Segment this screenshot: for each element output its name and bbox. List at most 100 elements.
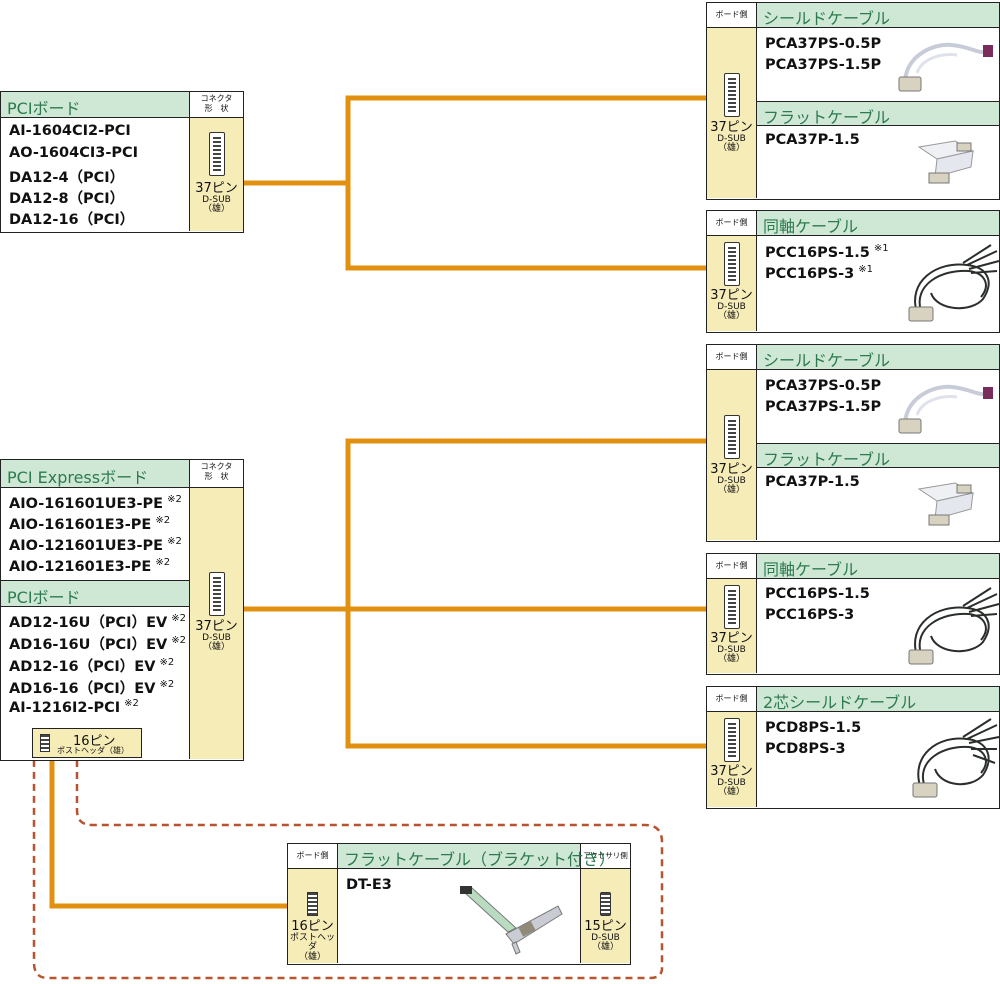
dashed-loop-inner (32, 760, 664, 980)
dsub-15-connector-icon (600, 892, 611, 916)
pcie-board-item: AIO-161601E3-PE※2 (9, 515, 171, 533)
line-pcie-to-g3 (243, 438, 706, 612)
pcie-board-connector-panel: コネクタ 形 状 37ピン D-SUB （雄） (189, 460, 243, 759)
post-header-connector: 16ピン ポストヘッダ（雄） (32, 728, 142, 758)
flat-cable-icon (917, 140, 975, 184)
board-side-connector-label: 37ピン D-SUB （雄） (710, 631, 753, 665)
line-post-to-dte3 (49, 760, 287, 909)
pci-board-item: AO-1604CI3-PCI (9, 145, 138, 161)
section-header: シールドケーブル (757, 345, 999, 370)
cable-item: PCA37P-1.5 (765, 132, 860, 148)
section-twin-shield-cable: 2芯シールドケーブル PCD8PS-1.5 PCD8PS-3 (757, 687, 1000, 807)
cable-item: PCC16PS-3※1 (765, 264, 874, 282)
cable-item: PCC16PS-1.5 (765, 586, 870, 602)
coax-cable-icon (908, 587, 1000, 665)
accessory-side-panel: アクセサリ側 15ピン D-SUB （雄） (580, 844, 630, 963)
board-side-connector-label: 37ピン D-SUB （雄） (710, 462, 753, 496)
section-flat-cable: フラットケーブル PCA37P-1.5 (757, 101, 999, 198)
dsub-connector-icon (208, 132, 225, 176)
section-header: フラットケーブル (757, 443, 999, 469)
post-header-label: ポストヘッダ（雄） (57, 746, 129, 755)
section-header: フラットケーブル（ブラケット付き） (338, 844, 615, 869)
section-flat-cable: フラットケーブル PCA37P-1.5 (757, 443, 999, 540)
pcie-pci-subheader: PCIボード (1, 580, 189, 607)
post-header-pins: 16ピン (73, 734, 116, 749)
pcie-pci-subtitle: PCIボード (7, 588, 81, 607)
cable-group-3: ボード側 37ピン D-SUB （雄） シールドケーブル PCA37PS-0.5… (706, 344, 1000, 542)
solid-connectors (49, 95, 706, 909)
pci-board-item: DA12-4（PCI） (9, 170, 125, 186)
board-side-panel: ボード側 37ピン D-SUB （雄） (707, 3, 757, 198)
shield-cable-icon (898, 384, 993, 434)
board-side-panel: ボード側 37ピン D-SUB （雄） (707, 345, 757, 540)
section-header: 2芯シールドケーブル (757, 687, 999, 712)
cable-group-2: ボード側 37ピン D-SUB （雄） 同軸ケーブル PCC16PS-1.5※1… (706, 210, 1000, 333)
line-pci-to-g2 (345, 183, 706, 271)
dsub-connector-icon (723, 242, 740, 286)
pci-board-title: PCIボード (7, 99, 81, 118)
connector-shape-header: コネクタ 形 状 (190, 92, 243, 118)
pcie-board-header: PCI Expressボード (1, 460, 190, 488)
shield-cable-icon (898, 42, 993, 92)
board-side-connector-label: 37ピン D-SUB （雄） (710, 288, 753, 322)
pcie-board-title: PCI Expressボード (7, 468, 149, 487)
bracket-cable-group: ボード側 16ピン ポストヘッダ （雄） アクセサリ側 15ピン D-SUB （… (287, 843, 631, 965)
twin-shield-cable-icon (912, 718, 1000, 798)
cable-item: PCA37PS-1.5P (765, 399, 882, 415)
cable-item: PCA37PS-0.5P (765, 36, 882, 52)
board-side-panel: ボード側 37ピン D-SUB （雄） (707, 211, 757, 331)
board-side-connector-label: 16ピン ポストヘッダ （雄） (289, 919, 335, 962)
pcie-pci-item: AD16-16U（PCI）EV※2 (9, 635, 186, 653)
board-side-header: ボード側 (707, 345, 756, 370)
dsub-connector-icon (723, 585, 740, 629)
board-side-header: ボード側 (707, 554, 756, 579)
bracket-cable-icon (460, 886, 563, 955)
pci-board-item: DA12-8（PCI） (9, 191, 125, 207)
section-header: 同軸ケーブル (757, 554, 999, 579)
board-side-connector-label: 37ピン D-SUB （雄） (710, 120, 753, 154)
pcie-pci-item: AI-1216I2-PCI※2 (9, 698, 139, 716)
pci-board-box: PCIボード コネクタ 形 状 37ピン D-SUB （雄） AI-1604CI… (0, 91, 244, 233)
accessory-side-header: アクセサリ側 (581, 844, 630, 869)
pcie-board-item: AIO-121601E3-PE※2 (9, 557, 171, 575)
section-header: 同軸ケーブル (757, 211, 999, 236)
pcie-board-item: AIO-121601UE3-PE※2 (9, 536, 182, 554)
dsub-connector-icon (723, 718, 740, 762)
dsub-connector-icon (723, 415, 740, 459)
cable-item: PCC16PS-3 (765, 607, 855, 623)
line-pcie-to-g5 (345, 609, 706, 749)
cable-item: PCD8PS-1.5 (765, 720, 862, 736)
cable-group-4: ボード側 37ピン D-SUB （雄） 同軸ケーブル PCC16PS-1.5 P… (706, 553, 1000, 675)
board-side-panel: ボード側 16ピン ポストヘッダ （雄） (288, 844, 338, 963)
cable-group-5: ボード側 37ピン D-SUB （雄） 2芯シールドケーブル PCD8PS-1.… (706, 686, 1000, 809)
pci-board-header: PCIボード (1, 92, 190, 118)
pcie-board-item: AIO-161601UE3-PE※2 (9, 494, 182, 512)
dashed-connectors (32, 760, 664, 980)
pcie-board-connector-label: 37ピン D-SUB （雄） (195, 619, 238, 653)
flat-cable-icon (917, 482, 975, 526)
board-side-header: ボード側 (288, 844, 337, 869)
dsub-connector-icon (208, 572, 225, 616)
section-header: シールドケーブル (757, 3, 999, 28)
board-side-connector-label: 37ピン D-SUB （雄） (710, 764, 753, 798)
section-header: フラットケーブル (757, 101, 999, 127)
cable-item: PCA37PS-0.5P (765, 378, 882, 394)
pci-board-item: AI-1604CI2-PCI (9, 123, 131, 139)
cable-item: PCA37P-1.5 (765, 474, 860, 490)
board-side-header: ボード側 (707, 211, 756, 236)
accessory-side-connector-label: 15ピン D-SUB （雄） (584, 919, 627, 953)
pci-board-connector-label: 37ピン D-SUB （雄） (195, 181, 238, 215)
cable-item: DT-E3 (346, 877, 392, 893)
cable-group-1: ボード側 37ピン D-SUB （雄） シールドケーブル PCA37PS-0.5… (706, 2, 1000, 200)
pcie-pci-item: AD12-16U（PCI）EV※2 (9, 613, 186, 631)
board-side-header: ボード側 (707, 3, 756, 28)
dsub-connector-icon (723, 73, 740, 117)
section-shield-cable: シールドケーブル PCA37PS-0.5P PCA37PS-1.5P (757, 3, 999, 101)
section-coax-cable: 同軸ケーブル PCC16PS-1.5※1 PCC16PS-3※1 (757, 211, 1000, 331)
pci-board-connector-panel: コネクタ 形 状 37ピン D-SUB （雄） (189, 92, 243, 231)
cable-item: PCD8PS-3 (765, 741, 846, 757)
cable-item: PCA37PS-1.5P (765, 57, 882, 73)
pcie-board-box: PCI Expressボード コネクタ 形 状 37ピン D-SUB （雄） A… (0, 459, 244, 761)
board-side-panel: ボード側 37ピン D-SUB （雄） (707, 687, 757, 807)
